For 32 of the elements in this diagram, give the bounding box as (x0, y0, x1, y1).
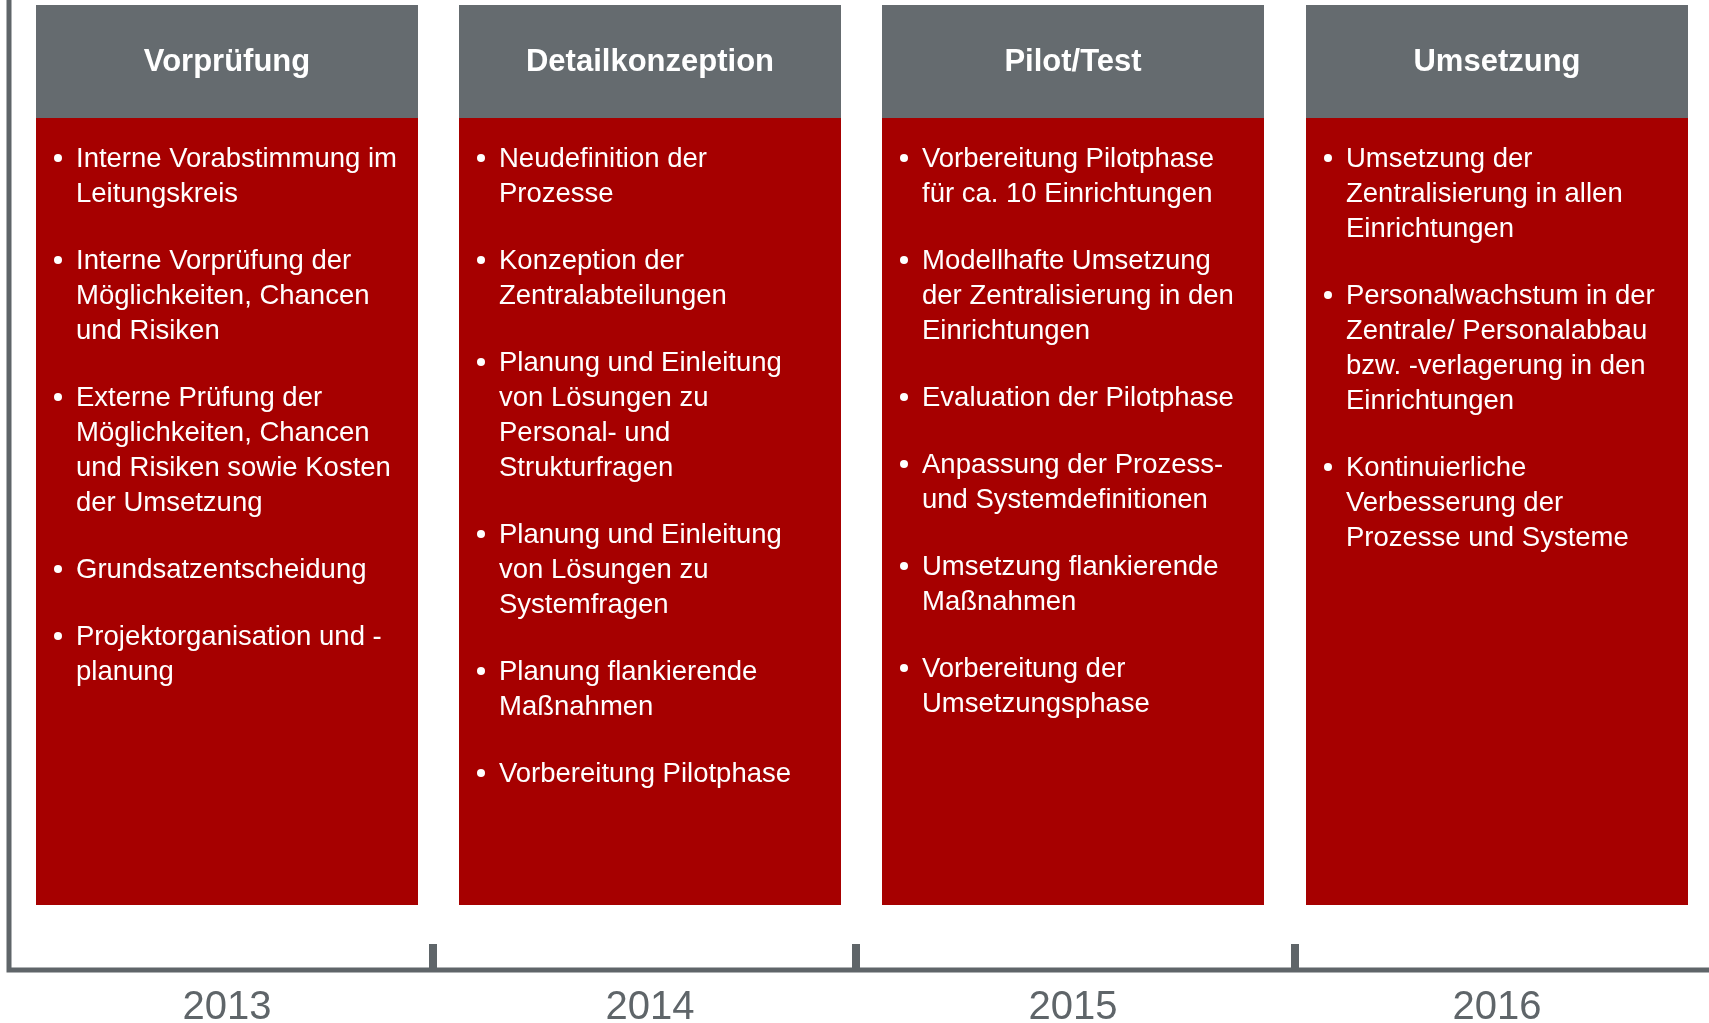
bullet-item: Evaluation der Pilotphase (922, 380, 1234, 414)
bullet-item: Vorbereitung Pilotphase für ca. 10 Einrichtungen (922, 141, 1215, 210)
bullet-item: Personalwachstum in der Zentrale/ Personalabbau bzw. -verlagerung in den Einrichtungen (1346, 278, 1656, 417)
year-label: 2013 (181, 982, 273, 1023)
year-label: 2015 (1027, 982, 1119, 1023)
phase-header: Vorprüfung (36, 5, 418, 118)
year-label: 2016 (1451, 982, 1543, 1023)
bullet-item: Projektorganisation und -planung (76, 619, 383, 688)
bullet-item: Umsetzung flankierende Maßnahmen (922, 549, 1220, 618)
bullet-item: Grundsatzentscheidung (76, 552, 367, 586)
bullet-item: Vorbereitung Pilotphase (499, 756, 791, 790)
bullet-item: Interne Vorabstimmung im Leitungskreis (76, 141, 398, 210)
bullet-item: Interne Vorprüfung der Möglichkeiten, Chancen und Risiken (76, 243, 371, 347)
bullet-item: Anpassung der Prozess- und Systemdefinitionen (922, 447, 1225, 516)
bullet-item: Planung und Einleitung von Lösungen zu Systemfragen (499, 517, 783, 621)
bullet-item: Konzeption der Zentralabteilungen (499, 243, 728, 312)
phase-card (36, 5, 418, 905)
bullet-item: Externe Prüfung der Möglichkeiten, Chancen und Risiken sowie Kosten der Umsetzung (76, 380, 392, 519)
bullet-item: Planung und Einleitung von Lösungen zu Personal- und Strukturfragen (499, 345, 783, 484)
phase-header: Pilot/Test (882, 5, 1264, 118)
bullet-item: Planung flankierende Maßnahmen (499, 654, 759, 723)
bullet-item: Modellhafte Umsetzung der Zentralisierung in den Einrichtungen (922, 243, 1235, 347)
year-label: 2014 (604, 982, 696, 1023)
bullet-item: Neudefinition der Prozesse (499, 141, 708, 210)
bullet-item: Umsetzung der Zentralisierung in allen Einrichtungen (1346, 141, 1624, 245)
phase-header: Umsetzung (1306, 5, 1688, 118)
phase-card (882, 5, 1264, 905)
phase-header: Detailkonzeption (459, 5, 841, 118)
phase-card (1306, 5, 1688, 905)
bullet-item: Vorbereitung der Umsetzungsphase (922, 651, 1151, 720)
phase-card (459, 5, 841, 905)
bullet-item: Kontinuierliche Verbesserung der Prozesse und Systeme (1346, 450, 1630, 554)
